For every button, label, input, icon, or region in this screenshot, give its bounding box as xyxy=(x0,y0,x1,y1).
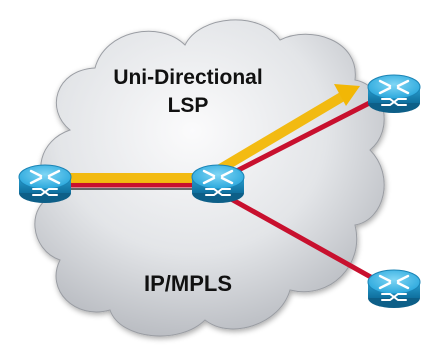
link-center-bottom-right xyxy=(212,187,388,288)
router-center xyxy=(191,164,245,203)
router-icon xyxy=(367,74,421,113)
cloud-label: IP/MPLS xyxy=(144,271,232,296)
lsp-title-line2: LSP xyxy=(168,94,209,117)
router-left xyxy=(18,164,72,203)
router-icon xyxy=(18,164,72,203)
links xyxy=(47,92,388,288)
router-icon xyxy=(367,269,421,308)
lsp-title-line1: Uni-Directional xyxy=(113,66,262,89)
router-bottom-right xyxy=(367,269,421,308)
router-icon xyxy=(191,164,245,203)
router-top-right xyxy=(367,74,421,113)
link-center-top-right xyxy=(212,92,388,185)
